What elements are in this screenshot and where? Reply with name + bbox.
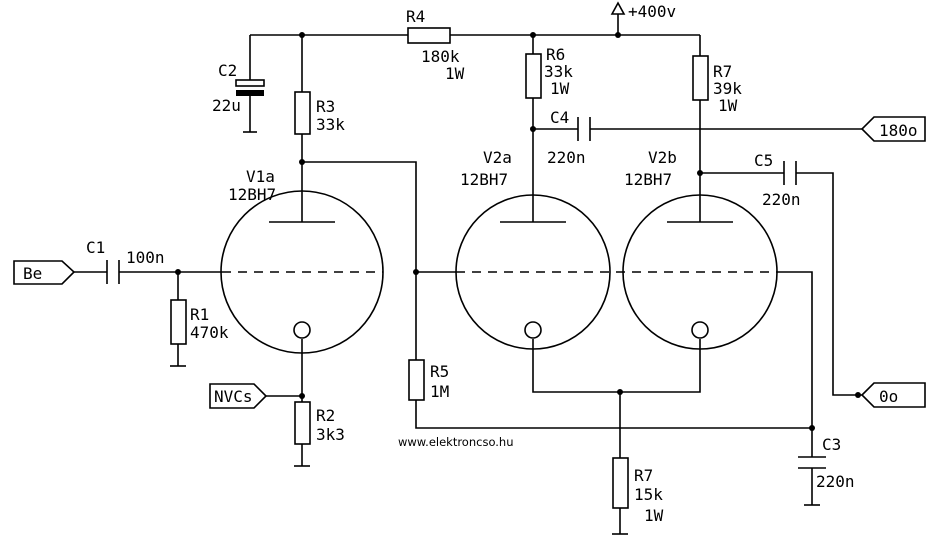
port-out0-label: 0o	[879, 387, 898, 406]
port-input: Be	[13, 260, 76, 285]
r3-ref: R3	[316, 97, 335, 116]
v1a-ref: V1a	[246, 167, 275, 186]
port-nvcs: NVCs	[209, 383, 268, 409]
r5-value: 1M	[430, 382, 449, 401]
c2-value: 22u	[212, 96, 241, 115]
tube-v2a	[455, 194, 611, 350]
junction-dot	[809, 425, 815, 431]
r6-value: 33k	[544, 62, 573, 81]
r2-ref: R2	[316, 406, 335, 425]
r1-ref: R1	[190, 305, 209, 324]
capacitor-c1	[106, 260, 120, 284]
c3-value: 220n	[816, 472, 855, 491]
r7b-ref: R7	[634, 466, 653, 485]
v2b-type: 12BH7	[624, 170, 672, 189]
junction-dot	[299, 159, 305, 165]
junction-dot	[413, 269, 419, 275]
c3-ref: C3	[822, 435, 841, 454]
supply-label: +400v	[628, 2, 676, 21]
c5-ref: C5	[754, 151, 773, 170]
port-out180: 180o	[860, 116, 926, 142]
junction-dot	[617, 389, 623, 395]
r6-ref: R6	[546, 45, 565, 64]
cathode-symbol	[691, 321, 709, 339]
r7b-power: 1W	[644, 506, 664, 525]
resistor-r4	[407, 27, 451, 44]
v2a-ref: V2a	[483, 148, 512, 167]
junction-dot	[697, 170, 703, 176]
resistor-r1	[170, 299, 187, 345]
resistor-r5	[408, 359, 425, 401]
junction-dot	[615, 32, 621, 38]
r6-power: 1W	[550, 79, 570, 98]
r7a-power: 1W	[718, 96, 738, 115]
wiring	[74, 14, 862, 535]
r4-value: 180k	[421, 47, 460, 66]
r5-ref: R5	[430, 362, 449, 381]
junction-dot	[855, 392, 861, 398]
port-nvcs-label: NVCs	[214, 387, 253, 406]
r2-value: 3k3	[316, 425, 345, 444]
r3-value: 33k	[316, 115, 345, 134]
cathode-symbol	[293, 321, 311, 339]
r7a-value: 39k	[713, 79, 742, 98]
c4-value: 220n	[547, 148, 586, 167]
port-input-label: Be	[23, 264, 42, 283]
junction-dots	[175, 32, 861, 431]
junction-dot	[299, 393, 305, 399]
v1a-type: 12BH7	[228, 185, 276, 204]
c4-ref: C4	[550, 108, 569, 127]
resistor-r2	[294, 401, 311, 445]
capacitor-c5	[783, 161, 797, 185]
capacitor-c2	[235, 79, 265, 96]
supply-arrow-icon	[610, 1, 626, 15]
r7a-ref: R7	[713, 62, 732, 81]
v2b-ref: V2b	[648, 148, 677, 167]
port-out180-label: 180o	[879, 121, 918, 140]
c1-value: 100n	[126, 248, 165, 267]
junction-dot	[530, 126, 536, 132]
watermark-text: www.elektroncso.hu	[398, 435, 514, 449]
cathode-symbol	[524, 321, 542, 339]
capacitor-c4	[577, 117, 591, 141]
tube-v2b	[622, 194, 778, 350]
port-out0: 0o	[860, 382, 926, 408]
capacitor-c3	[798, 456, 826, 469]
tube-v1a	[220, 190, 384, 354]
junction-dot	[299, 32, 305, 38]
c5-value: 220n	[762, 190, 801, 209]
resistor-r3	[294, 91, 311, 135]
c2-ref: C2	[218, 61, 237, 80]
resistor-r7-plate	[692, 55, 709, 101]
r7b-value: 15k	[634, 485, 663, 504]
r4-ref: R4	[406, 7, 425, 26]
junction-dot	[175, 269, 181, 275]
resistor-r7-cathode	[612, 457, 629, 509]
v2a-type: 12BH7	[460, 170, 508, 189]
c1-ref: C1	[86, 238, 105, 257]
resistor-r6	[525, 53, 542, 99]
r4-power: 1W	[445, 64, 465, 83]
r1-value: 470k	[190, 323, 229, 342]
junction-dot	[530, 32, 536, 38]
